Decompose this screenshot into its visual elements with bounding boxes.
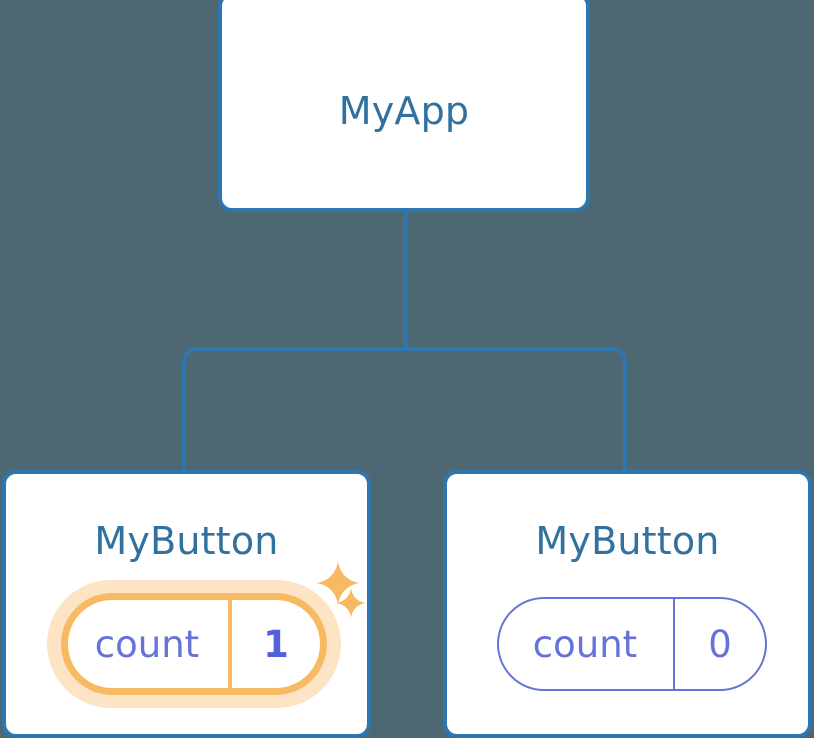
state-key-label: count bbox=[532, 622, 638, 666]
state-pill-body[interactable]: count 1 bbox=[61, 593, 327, 695]
node-myapp-title: MyApp bbox=[338, 89, 470, 133]
state-pill-highlighted[interactable]: count 1 bbox=[47, 580, 341, 708]
state-pill-body[interactable]: count 0 bbox=[497, 597, 767, 691]
state-value-label: 1 bbox=[263, 622, 289, 666]
state-key-label: count bbox=[94, 622, 200, 666]
connector-branch-left bbox=[182, 347, 406, 472]
sparkle-large-icon bbox=[316, 561, 360, 605]
state-value-label: 0 bbox=[708, 622, 732, 666]
sparkle-small-icon bbox=[336, 588, 366, 618]
node-mybutton-left-title: MyButton bbox=[94, 519, 279, 563]
state-pill-divider bbox=[228, 600, 232, 688]
state-pill-plain[interactable]: count 0 bbox=[496, 596, 768, 692]
node-mybutton-right[interactable]: MyButton count 0 bbox=[443, 470, 812, 738]
node-myapp[interactable]: MyApp bbox=[218, 0, 590, 212]
node-mybutton-right-title: MyButton bbox=[535, 519, 720, 563]
connector-branch-right bbox=[405, 347, 627, 472]
state-pill-divider bbox=[673, 599, 675, 689]
node-mybutton-left[interactable]: MyButton count 1 bbox=[2, 470, 371, 738]
